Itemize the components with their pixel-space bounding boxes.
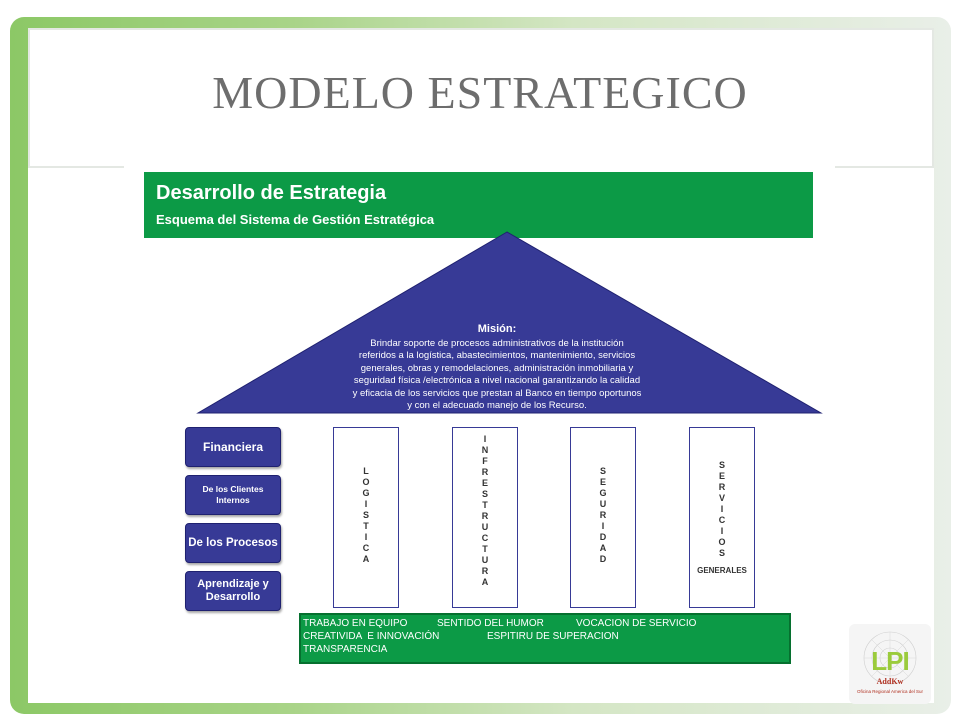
mision-text: Brindar soporte de procesos administrati…	[352, 337, 642, 412]
diagram-subtitle: Esquema del Sistema de Gestión Estratégi…	[156, 212, 435, 227]
diagram-title: Desarrollo de Estrategia	[156, 182, 387, 204]
pillar-suffix: GENERALES	[697, 566, 747, 575]
value-item: ESPITIRU DE SUPERACION	[487, 631, 619, 642]
logo-mark: LPI	[871, 646, 909, 676]
slide-title: MODELO ESTRATEGICO	[212, 67, 748, 118]
house-roof	[196, 231, 823, 414]
mision-block: Misión: Brindar soporte de procesos admi…	[352, 323, 642, 413]
value-item: VOCACION DE SERVICIO	[576, 618, 697, 629]
diagram-header: Desarrollo de Estrategia Esquema del Sis…	[144, 172, 813, 238]
radar-graphic-icon	[863, 631, 917, 685]
perspective-aprendizaje: Aprendizaje y Desarrollo	[185, 571, 281, 611]
perspective-financiera: Financiera	[185, 427, 281, 467]
logo-caption: Oficina Regional America del Sur	[856, 689, 924, 694]
perspective-clientes-internos: De los Clientes Internos	[185, 475, 281, 515]
value-item: TRABAJO EN EQUIPO	[303, 618, 408, 629]
organization-logo: LPI AddKw Oficina Regional America del S…	[849, 624, 931, 704]
value-item: TRANSPARENCIA	[303, 644, 388, 655]
strategy-diagram: Desarrollo de Estrategia Esquema del Sis…	[124, 165, 835, 665]
mision-title: Misión:	[477, 323, 517, 335]
value-item: SENTIDO DEL HUMOR	[437, 618, 544, 629]
values-bar: TRABAJO EN EQUIPO SENTIDO DEL HUMOR VOCA…	[299, 613, 791, 664]
title-box	[28, 28, 934, 168]
logo-name: AddKw	[876, 677, 904, 686]
perspective-procesos: De los Procesos	[185, 523, 281, 563]
value-item: CREATIVIDA E INNOVACIÓN	[303, 631, 440, 642]
